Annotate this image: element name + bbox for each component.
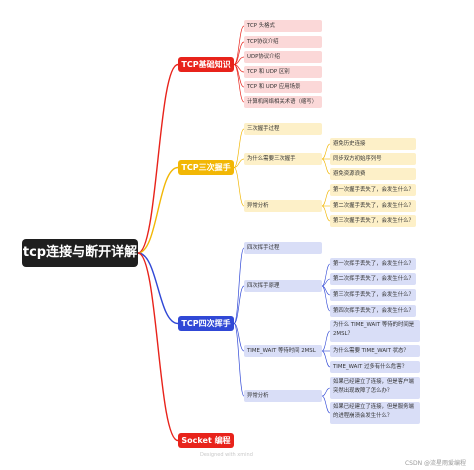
connector-root-handshake — [137, 166, 179, 254]
connector-wvx-1 — [321, 395, 331, 414]
leaf-time-wait-2msl[interactable]: TIME_WAIT 等待时间 2MSL — [244, 345, 322, 357]
connector-wvp-1 — [321, 278, 331, 287]
leaf-why-three-way[interactable]: 为什么需要三次握手 — [244, 153, 322, 165]
connector-basics-2 — [233, 56, 245, 65]
root-topic[interactable]: tcp连接与断开详解 — [22, 239, 138, 267]
leaf-time-wait-harm[interactable]: TIME_WAIT 过多有什么危害？ — [330, 361, 420, 373]
leaf-second-handshake-lost[interactable]: 第二次握手丢失了，会发生什么？ — [330, 200, 416, 212]
leaf-first-handshake-lost[interactable]: 第一次握手丢失了，会发生什么？ — [330, 184, 416, 196]
connector-root-socket — [137, 252, 179, 442]
connector-wv-0 — [233, 247, 245, 324]
connector-hsx-2 — [321, 205, 331, 222]
leaf-handshake-exceptions[interactable]: 异常分析 — [244, 200, 322, 212]
leaf-why-time-wait[interactable]: 为什么需要 TIME_WAIT 状态？ — [330, 345, 420, 357]
leaf-first-wave-lost[interactable]: 第一次挥手丢失了，会发生什么？ — [330, 258, 416, 270]
leaf-tcp-udp-diff[interactable]: TCP 和 UDP 区别 — [244, 66, 322, 78]
connector-hs-1 — [233, 158, 245, 168]
connector-tw-2 — [321, 350, 331, 368]
connector-root-basics — [137, 63, 179, 254]
xmind-watermark: Designed with xmind — [200, 452, 253, 458]
connector-why-0 — [321, 143, 331, 160]
connector-basics-1 — [233, 41, 245, 65]
leaf-second-wave-lost[interactable]: 第二次挥手丢失了，会发生什么？ — [330, 273, 416, 285]
connector-wvp-0 — [321, 263, 331, 287]
connector-wvp-3 — [321, 285, 331, 312]
leaf-handshake-process[interactable]: 三次握手过程 — [244, 123, 322, 135]
leaf-fourth-wave-lost[interactable]: 第四次挥手丢失了，会发生什么？ — [330, 305, 416, 317]
leaf-third-handshake-lost[interactable]: 第三次握手丢失了，会发生什么？ — [330, 215, 416, 227]
branch-three-way-handshake[interactable]: TCP三次握手 — [178, 160, 234, 175]
leaf-avoid-history-conn[interactable]: 避免历史连接 — [330, 138, 416, 150]
leaf-server-crash[interactable]: 如果已经建立了连接，但是服务端的进程崩溃会发生什么？ — [330, 402, 420, 424]
leaf-network-terms[interactable]: 计算机网络相关术语（缩写） — [244, 96, 322, 108]
connector-hs-2 — [233, 167, 245, 207]
leaf-third-wave-lost[interactable]: 第三次挥手丢失了，会发生什么？ — [330, 289, 416, 301]
leaf-tcp-udp-usage[interactable]: TCP 和 UDP 应用场景 — [244, 81, 322, 93]
connector-wv-1 — [233, 285, 245, 324]
leaf-client-fault[interactable]: 如果已经建立了连接，但是客户端突然出现故障了怎么办？ — [330, 377, 420, 399]
csdn-footer: CSDN @流星雨爱编程 — [404, 460, 466, 467]
leaf-tcp-header[interactable]: TCP 头格式 — [244, 20, 322, 32]
leaf-wave-principle[interactable]: 四次挥手原理 — [244, 280, 322, 292]
branch-socket-programming[interactable]: Socket 编程 — [178, 433, 234, 448]
branch-four-way-wave[interactable]: TCP四次挥手 — [178, 316, 234, 331]
connector-wvx-0 — [321, 387, 331, 397]
connector-basics-0 — [233, 25, 245, 65]
connector-basics-5 — [233, 64, 245, 103]
leaf-sync-seq[interactable]: 同步双方初始序列号 — [330, 153, 416, 165]
connector-wv-3 — [233, 323, 245, 397]
leaf-why-2msl[interactable]: 为什么 TIME_WAIT 等待的时间是 2MSL？ — [330, 320, 420, 342]
connector-root-wave — [137, 252, 179, 325]
connector-tw-0 — [321, 330, 331, 352]
branch-tcp-basics[interactable]: TCP基础知识 — [178, 57, 234, 72]
leaf-wave-process[interactable]: 四次挥手过程 — [244, 242, 322, 254]
connector-why-2 — [321, 158, 331, 175]
connector-hsx-0 — [321, 189, 331, 207]
connector-hs-0 — [233, 128, 245, 168]
leaf-udp-intro[interactable]: UDP协议介绍 — [244, 51, 322, 63]
leaf-wave-exceptions[interactable]: 异常分析 — [244, 390, 322, 402]
leaf-tcp-intro[interactable]: TCP协议介绍 — [244, 36, 322, 48]
leaf-avoid-waste[interactable]: 避免资源浪费 — [330, 168, 416, 180]
